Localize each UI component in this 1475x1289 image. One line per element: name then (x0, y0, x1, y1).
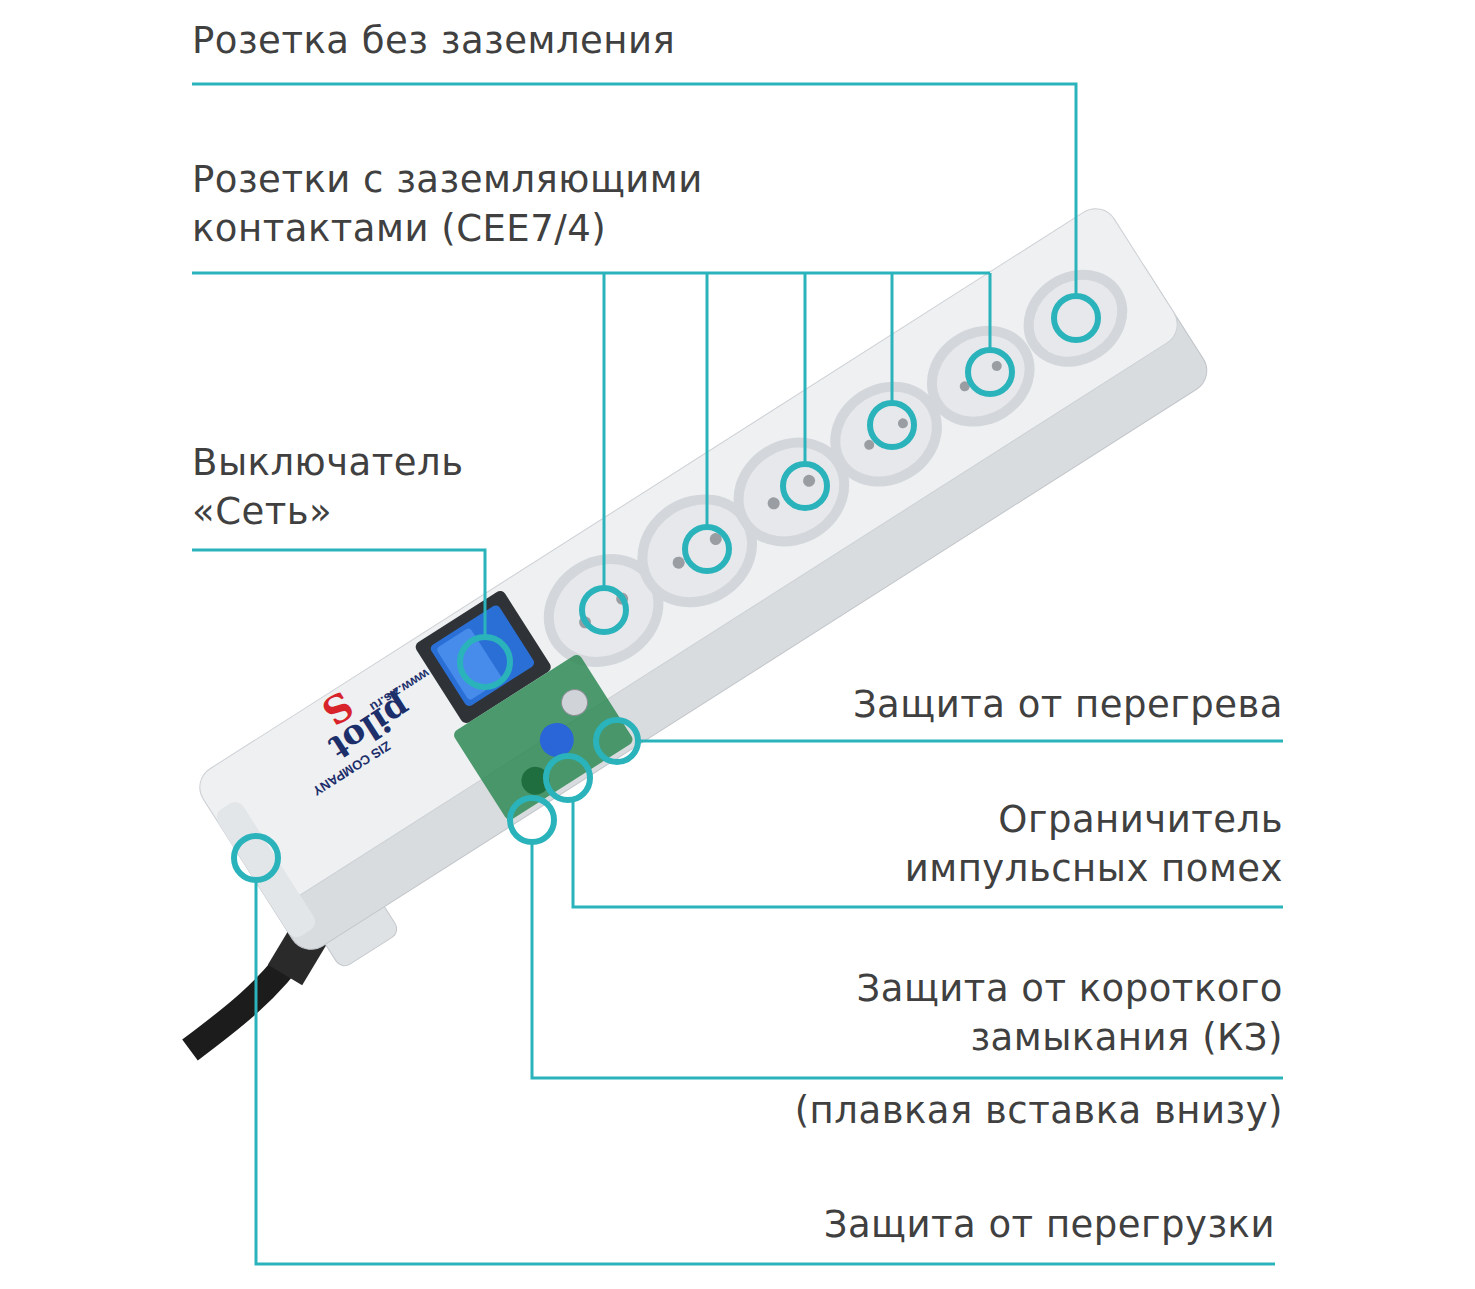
note-label: (плавкая вставка внизу) (583, 1086, 1283, 1135)
callout-label: Защита от перегрева (583, 680, 1283, 729)
leader-lines (192, 84, 1283, 1264)
strip-end (213, 798, 319, 941)
callout-label: Защита от короткого замыкания (КЗ) (783, 964, 1283, 1062)
thermal-fuse (557, 685, 593, 721)
callout-rings (234, 296, 1098, 880)
callout-label: Розетка без заземления (192, 16, 892, 65)
callout-label: Выключатель «Сеть» (192, 438, 512, 536)
callout-label: Ограничитель импульсных помех (823, 795, 1283, 893)
callout-label: Розетки с заземляющими контактами (CEE7/… (192, 155, 792, 253)
circuit-board (452, 653, 635, 822)
callout-label: Защита от перегрузки (575, 1200, 1275, 1249)
outlets (522, 238, 1146, 690)
